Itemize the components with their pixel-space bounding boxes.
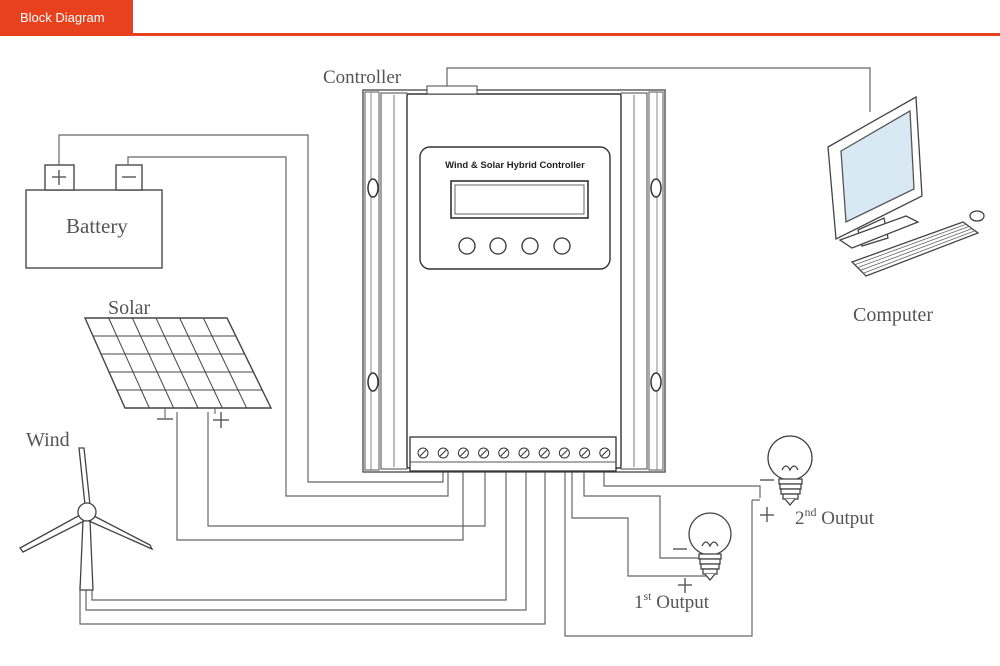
- output-2-number: 2: [795, 508, 805, 529]
- wiring: [58, 67, 871, 637]
- wind-label: Wind: [26, 429, 70, 451]
- terminal-slot: [581, 449, 588, 457]
- output-2-sup: nd: [805, 505, 817, 519]
- output-2-bulb-icon: [767, 435, 813, 507]
- terminal-slot: [561, 449, 568, 457]
- output-2-label: 2nd Output: [795, 505, 875, 529]
- output-1-label: 1st Output: [634, 589, 710, 613]
- solar-cell-line: [108, 317, 150, 409]
- solar-cell-line: [155, 317, 199, 409]
- keyboard-key-row: [863, 230, 976, 274]
- output-2-text: Output: [817, 508, 875, 529]
- output-2-plus-icon: [760, 507, 774, 522]
- terminal-slot: [500, 449, 508, 457]
- solar-cell-line: [202, 317, 248, 409]
- solar-cell-line: [131, 317, 175, 409]
- terminal-slot: [419, 449, 427, 457]
- terminal-slot: [480, 449, 487, 457]
- section-tab[interactable]: Block Diagram: [0, 0, 133, 33]
- section-title: Block Diagram: [20, 10, 105, 25]
- battery-label: Battery: [66, 214, 128, 238]
- battery-plus-icon: [52, 170, 66, 185]
- solar-cell-line: [179, 317, 223, 409]
- terminal-slot: [460, 449, 467, 457]
- wind-turbine: [19, 447, 154, 591]
- output-1-sup: st: [644, 589, 653, 603]
- keyboard-key-row: [860, 228, 973, 271]
- keyboard-key-row: [854, 223, 967, 266]
- terminal-slot: [520, 449, 528, 457]
- output-1-text: Output: [652, 592, 710, 613]
- panel-title: Wind & Solar Hybrid Controller: [445, 160, 585, 171]
- solar-plus-icon: [213, 412, 229, 428]
- solar-panel: [83, 317, 273, 418]
- output-1-bulb-icon: [688, 512, 732, 582]
- terminal-slot: [439, 449, 447, 457]
- battery: [25, 164, 163, 269]
- controller-unit: [362, 85, 666, 473]
- header-divider: [0, 33, 1000, 36]
- terminal-slot: [601, 449, 609, 457]
- computer: [827, 95, 985, 277]
- output-1-number: 1: [634, 592, 644, 613]
- solar-label: Solar: [108, 297, 151, 319]
- computer-label: Computer: [853, 304, 933, 326]
- terminal-slot: [540, 449, 548, 457]
- controller-label: Controller: [323, 67, 402, 88]
- output-1-plus-icon: [678, 578, 692, 593]
- keyboard-key-row: [857, 226, 970, 268]
